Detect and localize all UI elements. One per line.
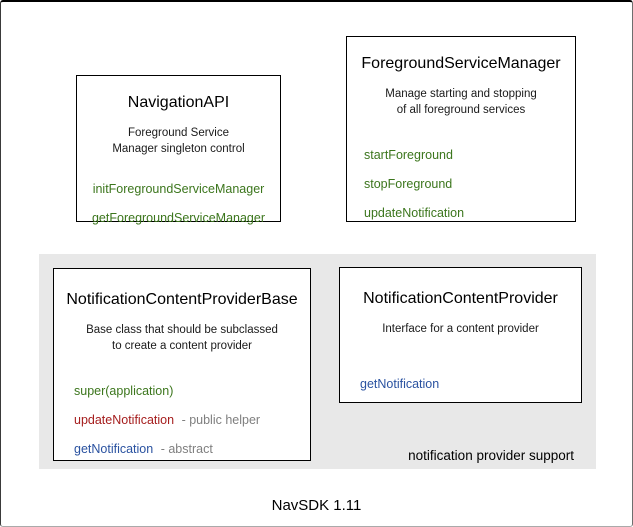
method-list: super(application) updateNotification - …: [54, 384, 310, 456]
diagram-caption: NavSDK 1.11: [271, 497, 362, 514]
description-line: of all foreground services: [396, 104, 526, 116]
description-line: to create a content provider: [112, 340, 252, 352]
method-updatenotification: updateNotification: [364, 206, 465, 220]
description-line: Manager singleton control: [112, 143, 245, 155]
method-super-application: super(application): [74, 384, 310, 398]
method-annotation: - abstract: [160, 442, 213, 456]
description-line: Base class that should be subclassed: [86, 324, 278, 336]
method-getnotification: getNotification: [360, 377, 440, 391]
class-box-notificationcontentproviderbase: NotificationContentProviderBase Base cla…: [53, 268, 311, 461]
method-list: startForeground stopForeground updateNot…: [347, 148, 575, 220]
class-description-foregroundservicemanager: Manage starting and stopping of all fore…: [347, 86, 575, 118]
class-box-foregroundservicemanager: ForegroundServiceManager Manage starting…: [346, 36, 576, 222]
notification-provider-panel: NotificationContentProviderBase Base cla…: [39, 254, 596, 469]
method-getforegroundservicemanager: getForegroundServiceManager: [91, 211, 266, 225]
class-description-notificationcontentproviderbase: Base class that should be subclassed to …: [54, 322, 310, 354]
class-title-navigationapi: NavigationAPI: [127, 94, 230, 111]
class-box-notificationcontentprovider: NotificationContentProvider Interface fo…: [339, 267, 582, 403]
method-updatenotification: updateNotification - public helper: [74, 413, 310, 427]
method-list: getNotification: [340, 377, 581, 391]
description-line: Interface for a content provider: [382, 323, 539, 335]
class-description-notificationcontentprovider: Interface for a content provider: [340, 321, 581, 337]
class-description-navigationapi: Foreground Service Manager singleton con…: [77, 125, 280, 157]
method-initforegroundservicemanager: initForegroundServiceManager: [92, 182, 265, 196]
method-name: super(application): [74, 384, 174, 398]
class-title-notificationcontentprovider: NotificationContentProvider: [363, 290, 558, 307]
method-getnotification: getNotification - abstract: [74, 442, 310, 456]
method-name: updateNotification: [74, 413, 175, 427]
method-stopforeground: stopForeground: [364, 177, 453, 191]
panel-label: notification provider support: [408, 448, 574, 463]
method-startforeground: startForeground: [364, 148, 453, 162]
class-title-notificationcontentproviderbase: NotificationContentProviderBase: [66, 291, 298, 308]
description-line: Manage starting and stopping: [385, 88, 537, 100]
method-annotation: - public helper: [181, 413, 261, 427]
method-list: initForegroundServiceManager getForegrou…: [77, 182, 280, 225]
class-box-navigationapi: NavigationAPI Foreground Service Manager…: [76, 75, 281, 225]
description-line: Foreground Service: [128, 127, 229, 139]
class-title-foregroundservicemanager: ForegroundServiceManager: [361, 55, 561, 72]
method-name: getNotification: [74, 442, 154, 456]
